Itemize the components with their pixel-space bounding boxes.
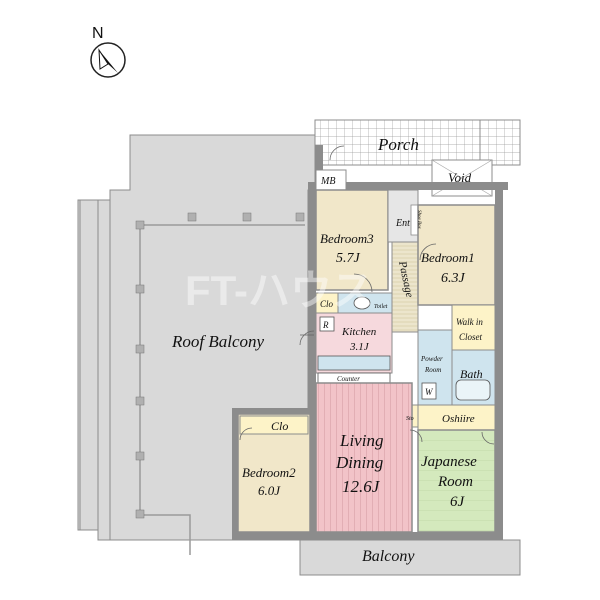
living-label-2: Dining [335, 453, 383, 472]
japanese-label-1: Japanese [421, 454, 477, 470]
oshiire-closet [417, 404, 496, 431]
balcony-area [299, 539, 521, 576]
powder-label-2: Room [424, 366, 441, 374]
walk-in-closet [451, 304, 496, 351]
bath-label: Bath [460, 367, 483, 381]
washer-label: W [425, 387, 434, 397]
toilet-label: Toilet [374, 304, 388, 310]
watermark-text: FT-ハウス [185, 267, 374, 314]
counter-label: Counter [337, 375, 360, 383]
closet-small-label: Clo [320, 299, 334, 309]
r-label: R [322, 320, 329, 330]
north-compass-icon: N [90, 25, 126, 78]
walk-in-label-1: Walk in [456, 317, 483, 327]
oshiire-label: Oshiire [442, 413, 475, 425]
powder-label-1: Powder [420, 355, 443, 363]
walk-in-label-2: Closet [459, 332, 483, 342]
washer-space [421, 382, 437, 400]
bedroom1-name: Bedroom1 [421, 250, 475, 265]
balcony-label: Balcony [362, 548, 415, 565]
japanese-room-area [417, 429, 496, 533]
door-swings [239, 145, 495, 445]
living-size: 12.6J [342, 477, 381, 496]
refrigerator-space [319, 316, 335, 332]
living-label-1: Living [339, 431, 383, 450]
roof-balcony-label: Roof Balcony [171, 332, 265, 351]
storage-label: Sto [406, 416, 414, 422]
bedroom2-closet [239, 415, 309, 435]
bathtub-icon [455, 379, 491, 401]
bedroom3-name: Bedroom3 [320, 231, 374, 246]
toilet-icon [353, 296, 371, 310]
bedroom2-name: Bedroom2 [242, 465, 296, 480]
kitchen-size: 3.1J [349, 341, 370, 353]
compass-label: N [92, 25, 104, 42]
bedroom2-size: 6.0J [258, 483, 281, 498]
bedroom3-area [315, 189, 389, 291]
japanese-label-2: Room [437, 474, 473, 490]
bedroom2-closet-label: Clo [271, 419, 288, 433]
bedroom3-size: 5.7J [336, 251, 361, 266]
porch-label: Porch [377, 135, 419, 154]
unit-walls [232, 145, 508, 540]
porch-area [314, 119, 506, 166]
ent-label: Ent [395, 218, 410, 229]
living-dining-area [315, 382, 413, 533]
japanese-size: 6J [450, 494, 466, 510]
shoe-box-label: Shoe Box [416, 210, 421, 230]
mb-label: MB [320, 176, 335, 187]
bedroom1-size: 6.3J [441, 271, 466, 286]
sink-counter [317, 355, 391, 371]
passage-area [391, 241, 419, 333]
kitchen-name: Kitchen [341, 326, 377, 338]
bedroom1-area [417, 204, 496, 306]
void-label: Void [448, 170, 472, 185]
